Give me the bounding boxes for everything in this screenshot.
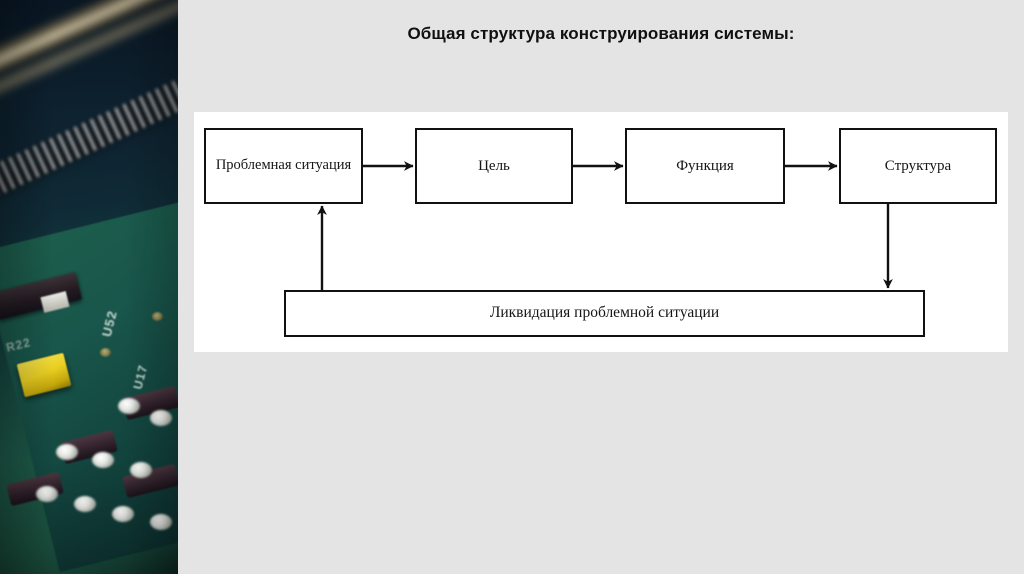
solder-joint-icon: [130, 462, 152, 478]
solder-joint-icon: [74, 496, 96, 512]
solder-joint-icon: [112, 506, 134, 522]
solder-joint-icon: [36, 486, 58, 502]
diagram-panel: Проблемная ситуация Цель Функция Структу…: [194, 112, 1008, 352]
node-structure[interactable]: Структура: [839, 128, 997, 204]
node-function[interactable]: Функция: [625, 128, 785, 204]
page-title: Общая структура конструирования системы:: [407, 24, 795, 43]
mounting-hole-icon: [100, 348, 111, 357]
solder-joint-icon: [118, 398, 140, 414]
node-resolve-problem-situation[interactable]: Ликвидация проблемной ситуации: [284, 290, 925, 337]
solder-joint-icon: [150, 410, 172, 426]
circuit-board-photo: U52 U17 R22: [0, 0, 178, 574]
solder-joint-icon: [150, 514, 172, 530]
mounting-hole-icon: [152, 312, 163, 321]
solder-joint-icon: [92, 452, 114, 468]
node-problem-situation[interactable]: Проблемная ситуация: [204, 128, 363, 204]
solder-joint-icon: [56, 444, 78, 460]
node-goal[interactable]: Цель: [415, 128, 573, 204]
diagram-connectors: [194, 112, 1008, 352]
